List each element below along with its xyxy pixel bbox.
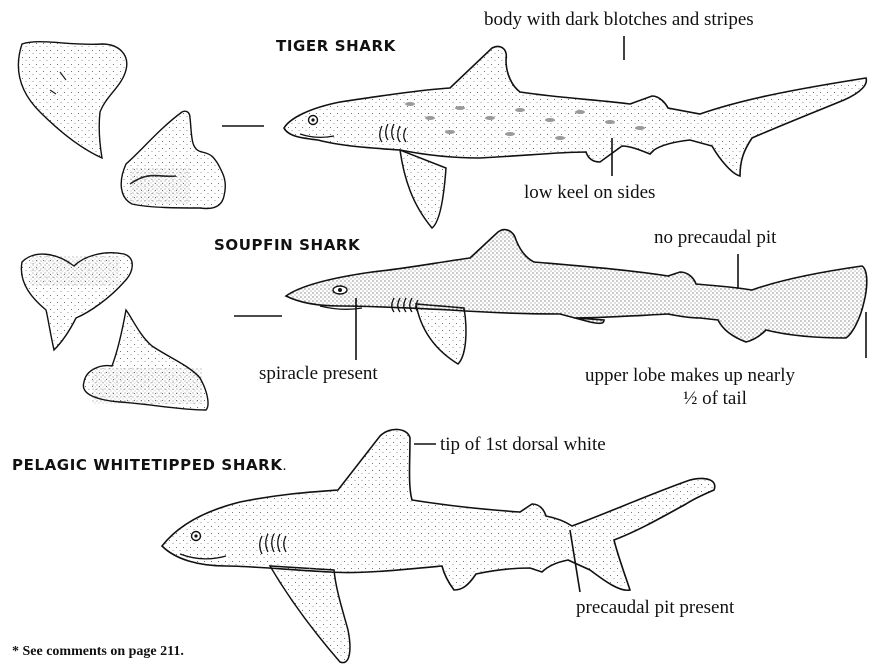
soupfin-upper-lobe-label-2: ½ of tail — [650, 389, 780, 408]
whitetip-dorsal-label: tip of 1st dorsal white — [440, 435, 606, 454]
whitetip-shark-title: PELAGIC WHITETIPPED SHARK. — [12, 458, 287, 474]
soupfin-upper-lobe-label-1: upper lobe makes up nearly — [585, 366, 795, 385]
whitetip-shark-title-suffix: . — [283, 458, 287, 474]
whitetip-pit-label: precaudal pit present — [576, 598, 734, 617]
soupfin-shark-tooth-2 — [83, 310, 208, 410]
tiger-shark-tooth-2 — [121, 111, 225, 208]
tiger-keel-label: low keel on sides — [524, 183, 655, 202]
tiger-body-label: body with dark blotches and stripes — [484, 10, 754, 29]
soupfin-spiracle-label: spiracle present — [259, 364, 378, 383]
whitetip-shark-title-text: PELAGIC WHITETIPPED SHARK — [12, 456, 283, 474]
tiger-shark-title: TIGER SHARK — [276, 39, 396, 54]
soupfin-shark-tooth-1 — [21, 253, 132, 350]
tiger-shark-tooth-1 — [18, 42, 126, 158]
footnote: * See comments on page 211. — [12, 645, 184, 659]
soupfin-shark-drawing — [286, 230, 867, 364]
soupfin-pit-label: no precaudal pit — [654, 228, 776, 247]
soupfin-shark-title: SOUPFIN SHARK — [214, 238, 360, 253]
